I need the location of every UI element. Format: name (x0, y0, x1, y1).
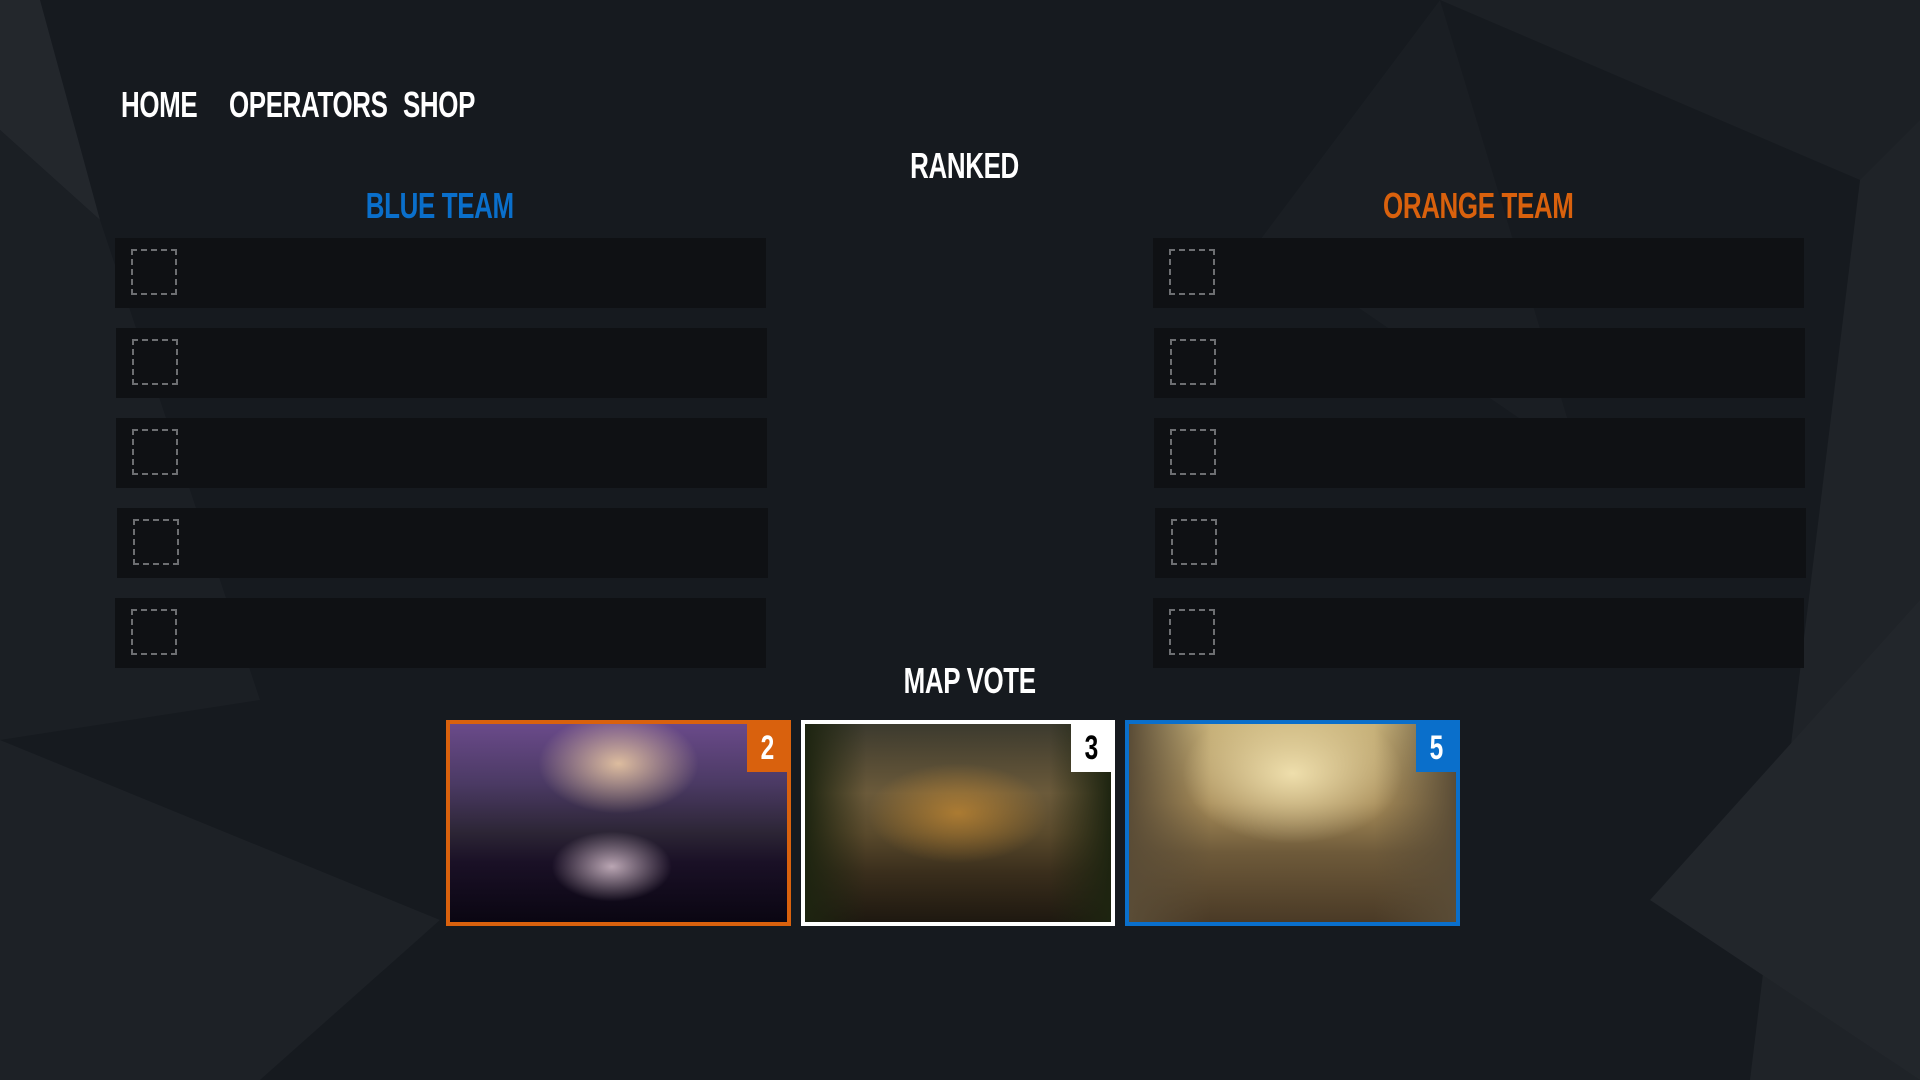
vote-count-badge: 3 (1071, 724, 1111, 772)
empty-slot[interactable] (132, 339, 178, 385)
orange-team-label: ORANGE TEAM (1382, 185, 1574, 226)
map-card-3[interactable]: 5 (1125, 720, 1460, 926)
map-vote-title: MAP VOTE (770, 660, 1170, 702)
nav-operators-label: OPERATORS (229, 84, 388, 125)
blue-team-title: BLUE TEAM (240, 185, 640, 227)
blue-player-row (117, 508, 768, 578)
empty-slot[interactable] (1169, 609, 1215, 655)
empty-slot[interactable] (1170, 339, 1216, 385)
orange-player-row (1154, 328, 1805, 398)
nav-operators[interactable]: OPERATORS (229, 84, 449, 126)
vote-count: 3 (1084, 729, 1098, 767)
blue-team-label: BLUE TEAM (366, 185, 514, 226)
vote-count-badge: 5 (1416, 724, 1456, 772)
empty-slot[interactable] (131, 249, 177, 295)
mode-label: RANKED (910, 145, 1020, 186)
blue-player-row (116, 418, 767, 488)
empty-slot[interactable] (132, 429, 178, 475)
vote-count-badge: 2 (747, 724, 787, 772)
empty-slot[interactable] (1171, 519, 1217, 565)
map-card-2[interactable]: 3 (801, 720, 1115, 926)
map-card-1[interactable]: 2 (446, 720, 791, 926)
empty-slot[interactable] (131, 609, 177, 655)
map-thumbnail-island (450, 724, 787, 922)
nav-home-label: HOME (121, 84, 198, 125)
empty-slot[interactable] (1169, 249, 1215, 295)
orange-player-row (1153, 238, 1804, 308)
orange-team-title: ORANGE TEAM (1278, 185, 1678, 227)
empty-slot[interactable] (133, 519, 179, 565)
map-thumbnail-villa (805, 724, 1111, 922)
mode-title: RANKED (765, 145, 1165, 187)
nav-shop[interactable]: SHOP (403, 84, 503, 126)
nav-home[interactable]: HOME (121, 84, 227, 126)
orange-player-row (1155, 508, 1806, 578)
blue-player-row (116, 328, 767, 398)
orange-player-row (1153, 598, 1804, 668)
blue-player-row (115, 598, 766, 668)
blue-player-row (115, 238, 766, 308)
empty-slot[interactable] (1170, 429, 1216, 475)
nav-shop-label: SHOP (403, 84, 476, 125)
orange-player-row (1154, 418, 1805, 488)
vote-count: 2 (760, 729, 774, 767)
vote-count: 5 (1429, 729, 1443, 767)
map-vote-label: MAP VOTE (903, 660, 1037, 701)
map-thumbnail-border (1129, 724, 1456, 922)
